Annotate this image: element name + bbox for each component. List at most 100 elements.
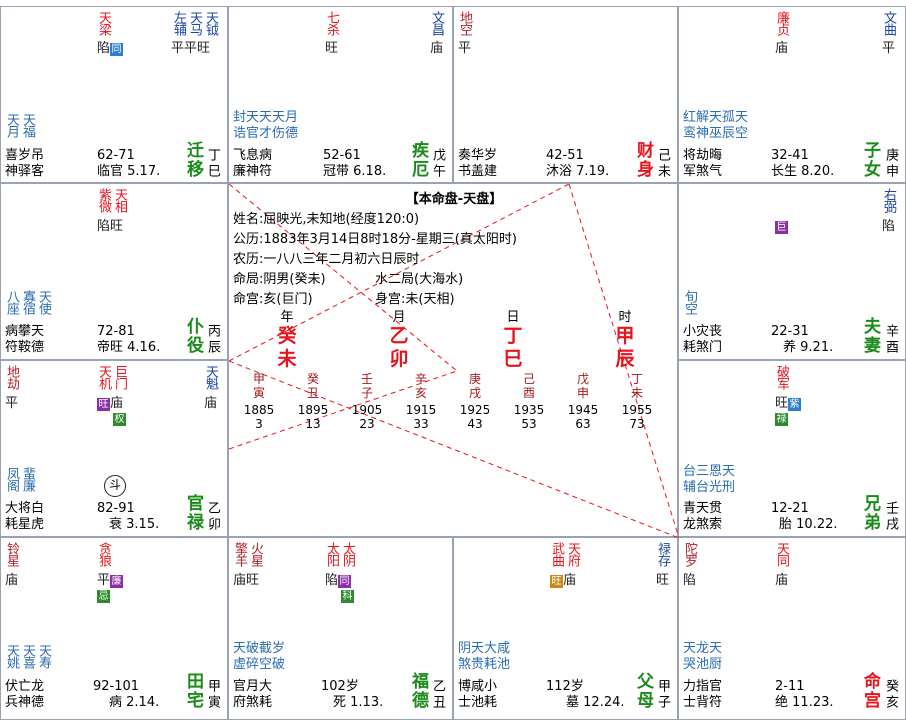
palace-name: 兄 [864, 494, 881, 514]
palace-wei: 地空 平 奏华岁 书盖建 42-51 沐浴 7.19. 财 身 己 未 [453, 6, 678, 183]
star-brightness: 平 [458, 41, 472, 56]
palace-name: 禄 [187, 513, 204, 533]
hua-badge: 巨 [775, 221, 788, 234]
star-tianji: 天机 [96, 365, 111, 389]
shensha-row2: 龙煞索 [683, 517, 723, 532]
wuxing-ju: 水二局(大海水) [375, 272, 464, 287]
dayun-y: 1925 [459, 403, 491, 417]
shensha-row2: 军煞气 [683, 164, 723, 179]
palace-name: 德 [412, 691, 429, 711]
palace-stem: 戊 [430, 148, 445, 161]
palace-zi: 武曲 天府 旺庙 禄存 旺 阴天大咸 煞贵耗池 博咸小 士池耗 112岁 墓 1… [453, 537, 678, 720]
shensha-row2: 廉神符 [233, 164, 273, 179]
shensha-row2: 兵神德 [5, 695, 45, 710]
star-wenqu: 文曲 [881, 11, 896, 35]
palace-name: 命 [864, 672, 881, 692]
shensha-row2: 士背符 [683, 695, 723, 710]
dayun-z: 未 [630, 386, 643, 400]
pillar-stem: 癸 [277, 325, 297, 347]
stage-date: 死 1.13. [333, 695, 384, 710]
pillar-label: 年 [280, 310, 294, 325]
pillar-day: 日丁巳 [493, 306, 533, 371]
star-pojun: 破军 [774, 365, 789, 389]
star-brightness: 平廉 [97, 573, 124, 588]
dayun-g: 癸 [306, 372, 319, 386]
star-brightness: 庙旺 [233, 573, 260, 588]
minor-star: 天寿 [36, 644, 51, 668]
star-tianyue: 天钺 [203, 11, 218, 35]
age-range: 72-81 [97, 324, 135, 339]
dayun-g: 甲 [252, 372, 265, 386]
stage-date: 病 2.14. [109, 695, 160, 710]
star-brightness: 陷 [882, 219, 896, 234]
star-brightness: 旺 [656, 573, 670, 588]
shensha-row1: 奏华岁 [458, 148, 498, 163]
hua-badge: 同 [110, 43, 124, 56]
dayun-z: 亥 [414, 386, 427, 400]
star-brightness: 陷 [683, 573, 697, 588]
minor-star: 天月 [4, 113, 19, 137]
pillar-hour: 时甲辰 [605, 306, 645, 371]
shensha-row2: 符鞍德 [5, 340, 45, 355]
hua-badge: 旺 [97, 398, 110, 411]
palace-stem: 癸 [883, 679, 898, 692]
pillar-branch: 卯 [389, 348, 409, 370]
dayun-a: 73 [629, 417, 645, 431]
hua-ji-badge: 忌 [97, 590, 110, 603]
star-tianma: 天马 [187, 11, 202, 35]
minor-stars: 封天天天月 [233, 110, 299, 125]
palace-hai: 陀罗 陷 天同 庙 天龙天 哭池厨 力指官 士背符 2-11 绝 11.23. … [678, 537, 906, 720]
age-range: 82-91 [97, 501, 135, 516]
pillar-branch: 未 [277, 348, 297, 370]
shensha-row1: 伏亡龙 [5, 679, 45, 694]
palace-stem: 壬 [883, 501, 898, 514]
star-brightness: 庙 [775, 41, 789, 56]
star-brightness: 旺紫 [775, 396, 802, 411]
stage-date: 沐浴 7.19. [546, 164, 610, 179]
minor-stars: 台三恩天 [683, 464, 736, 479]
palace-stem: 乙 [430, 679, 445, 692]
palace-branch: 亥 [883, 695, 898, 708]
center-panel: 【本命盘-天盘】 姓名:屈映光,未知地(经度120:0) 公历:1883年3月1… [228, 183, 679, 538]
palace-stem: 乙 [205, 501, 220, 514]
star-lucun: 禄存 [655, 542, 670, 566]
pillar-branch: 辰 [615, 348, 635, 370]
palace-stem: 庚 [883, 148, 898, 161]
shensha-row1: 将劫晦 [683, 148, 723, 163]
star-tiankui: 天魁 [203, 365, 218, 389]
star-brightness: 庙 [775, 573, 789, 588]
stage-date: 衰 3.15. [109, 517, 160, 532]
star-brightness: 庙 [204, 396, 218, 411]
pillar-year: 年癸未 [267, 306, 307, 371]
minor-stars: 天龙天 [683, 641, 723, 656]
minor-stars: 诰官才伤德 [233, 126, 299, 141]
palace-stem: 甲 [205, 679, 220, 692]
palace-name: 夫 [864, 317, 881, 337]
palace-wu: 七杀 旺 文昌 庙 封天天天月 诰官才伤德 飞息病 廉神符 52-61 冠带 6… [228, 6, 453, 183]
dayun-a: 13 [305, 417, 321, 431]
chart-title: 【本命盘-天盘】 [405, 192, 503, 207]
palace-shen: 廉贞 庙 文曲 平 红解天孤天 鸾神巫辰空 将劫晦 军煞气 32-41 长生 8… [678, 6, 906, 183]
shensha-row1: 青天贯 [683, 501, 723, 516]
star-jumen: 巨门 [112, 365, 127, 389]
star-wenchang: 文昌 [429, 11, 444, 35]
dayun-y: 1945 [567, 403, 599, 417]
stage-date: 绝 11.23. [775, 695, 834, 710]
star-taiyin: 太阴 [340, 542, 355, 566]
pillar-branch: 巳 [503, 348, 523, 370]
star-youbi: 右弼 [881, 188, 896, 212]
age-range: 102岁 [321, 679, 359, 694]
name-line: 姓名:屈映光,未知地(经度120:0) [233, 212, 420, 227]
shensha-row2: 府煞耗 [233, 695, 273, 710]
solar-date-line: 公历:1883年3月14日8时18分-星期三(真太阳时) [233, 232, 517, 247]
dayun-a: 23 [359, 417, 375, 431]
minor-star: 天使 [36, 290, 51, 314]
age-range: 92-101 [93, 679, 140, 694]
palace-branch: 午 [430, 164, 445, 177]
minor-star: 寡宿 [20, 290, 35, 314]
shensha-row2: 士池耗 [458, 695, 498, 710]
minor-star: 天福 [20, 113, 35, 137]
